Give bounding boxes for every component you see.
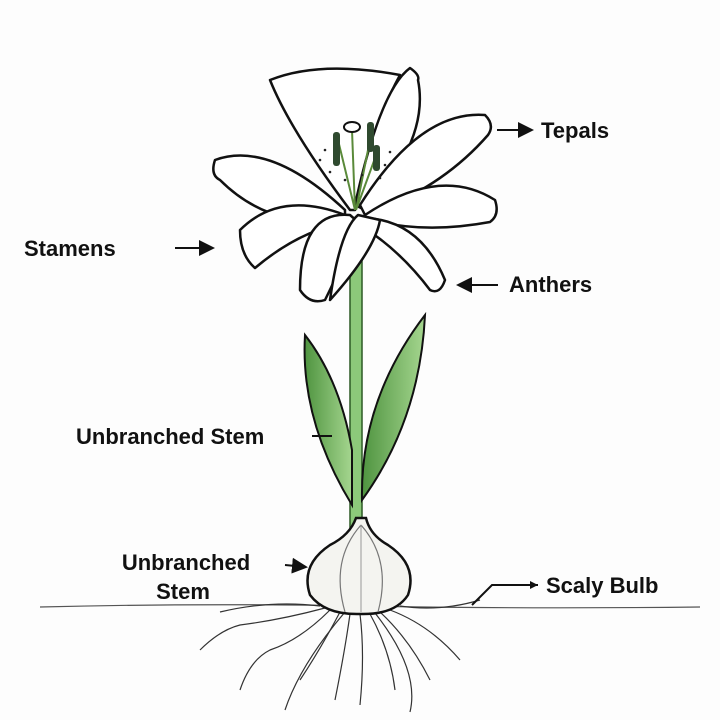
stem2-arrow — [284, 557, 308, 574]
lily-flower — [212, 66, 498, 303]
bulb-pointer — [471, 584, 538, 606]
label-unbranched-stem: Unbranched Stem — [76, 424, 264, 449]
roots — [199, 599, 481, 713]
leaf-left — [303, 332, 353, 509]
label-unbranched-stem-2-line2: Stem — [156, 579, 210, 604]
leaf-right — [360, 311, 427, 504]
label-unbranched-stem-2-line1: Unbranched — [122, 550, 250, 575]
label-scaly-bulb: Scaly Bulb — [546, 573, 658, 598]
label-anthers: Anthers — [509, 272, 592, 297]
scaly-bulb — [306, 516, 412, 616]
label-tepals: Tepals — [541, 118, 609, 143]
label-stamens: Stamens — [24, 236, 116, 261]
